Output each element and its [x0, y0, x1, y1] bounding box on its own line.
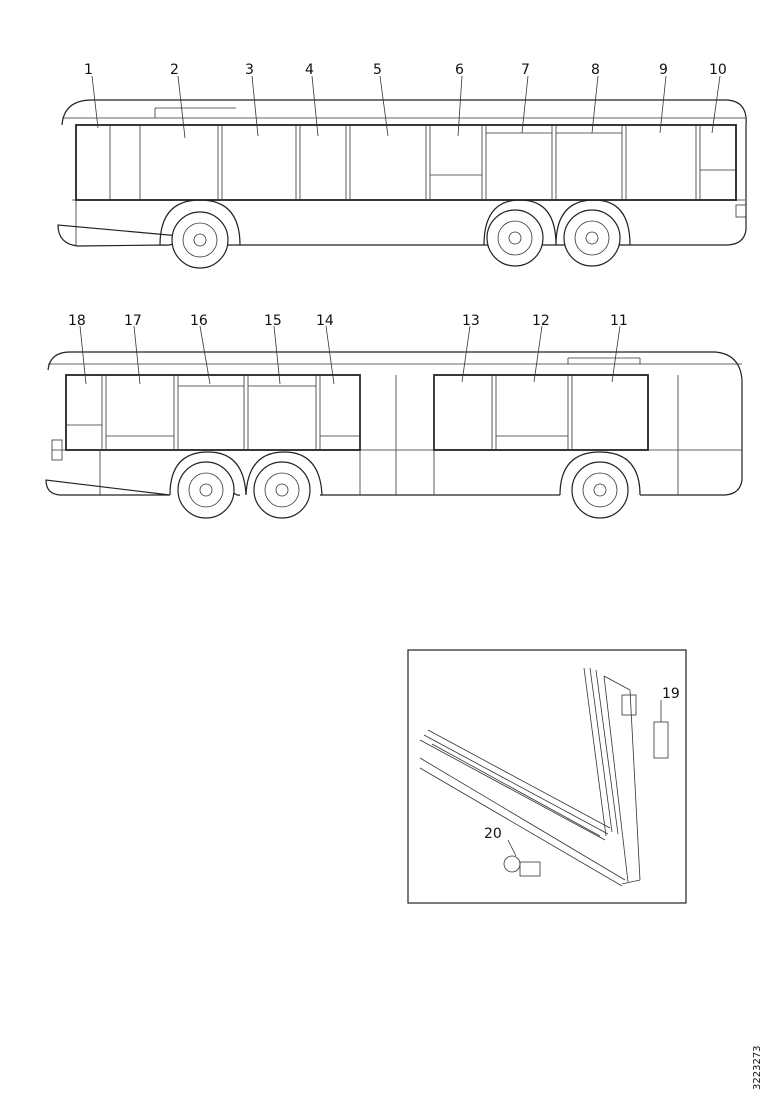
detail-inset: 19 20	[407, 649, 687, 904]
callout-5: 5	[373, 62, 382, 78]
callout-13: 13	[462, 313, 480, 329]
part-19	[621, 694, 669, 759]
wheel-rear-2	[563, 209, 621, 267]
callout-17: 17	[124, 313, 142, 329]
callout-4: 4	[305, 62, 314, 78]
callout-9: 9	[659, 62, 668, 78]
callout-11: 11	[610, 313, 628, 329]
wheel-front	[171, 211, 229, 269]
callout-19: 19	[662, 686, 680, 702]
callout-7: 7	[521, 62, 530, 78]
bus-side-view-bottom: 18 17 16 15 14 13 12 11	[45, 313, 743, 519]
callout-18: 18	[68, 313, 86, 329]
document-id-text: 3223273	[752, 1045, 763, 1090]
callout-3: 3	[245, 62, 254, 78]
callout-16: 16	[190, 313, 208, 329]
wheel-bottom-1	[177, 461, 235, 519]
part-20	[503, 839, 541, 877]
callout-12: 12	[532, 313, 550, 329]
callout-10: 10	[709, 62, 727, 78]
callout-2: 2	[170, 62, 179, 78]
callout-6: 6	[455, 62, 464, 78]
callout-1: 1	[84, 62, 93, 78]
callout-14: 14	[316, 313, 334, 329]
callout-20: 20	[484, 826, 502, 842]
callout-8: 8	[591, 62, 600, 78]
wheel-rear-1	[486, 209, 544, 267]
document-id: 3223273	[752, 1045, 768, 1090]
bus-side-view-top: 1 2 3 4 5 6 7 8 9 10	[57, 62, 747, 269]
wheel-bottom-3	[571, 461, 629, 519]
wheel-bottom-2	[253, 461, 311, 519]
callout-15: 15	[264, 313, 282, 329]
